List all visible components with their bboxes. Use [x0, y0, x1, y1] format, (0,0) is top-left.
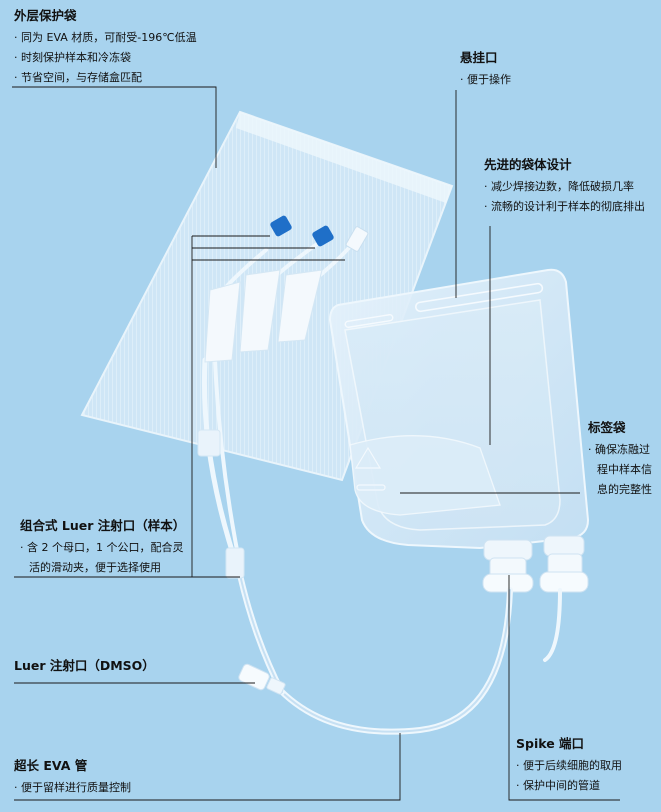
- luer-sample-title: 组合式 Luer 注射口（样本）: [20, 518, 186, 533]
- spike-ports: [482, 535, 589, 593]
- spike-port-title: Spike 端口: [516, 736, 585, 751]
- outer-bag-item-2: 时刻保护样本和冷冻袋: [14, 48, 197, 68]
- hanging-port-item-1: 便于操作: [460, 70, 511, 90]
- bag-design-item-2: 流畅的设计利于样本的彻底排出: [484, 197, 645, 217]
- callout-luer-dmso: Luer 注射口（DMSO）: [14, 656, 155, 678]
- male-luer-cap: [345, 226, 369, 252]
- label-bag-title: 标签袋: [588, 420, 626, 435]
- outer-bag-item-3: 节省空间，与存储盒匹配: [14, 68, 197, 88]
- callout-luer-sample: 组合式 Luer 注射口（样本） 含 2 个母口，1 个公口，配合灵 活的滑动夹…: [20, 516, 185, 578]
- bag-design-title: 先进的袋体设计: [484, 157, 572, 172]
- outer-bag-item-1: 同为 EVA 材质，可耐受-196℃低温: [14, 28, 197, 48]
- label-bag-area: [349, 435, 501, 516]
- bag-design-item-1: 减少焊接边数，降低破损几率: [484, 177, 645, 197]
- hanging-port-title: 悬挂口: [460, 50, 498, 65]
- outer-bag-title: 外层保护袋: [14, 8, 77, 23]
- dmso-luer-port: [238, 663, 270, 691]
- callout-spike-port: Spike 端口 便于后续细胞的取用 保护中间的管道: [516, 734, 622, 796]
- callout-bag-design: 先进的袋体设计 减少焊接边数，降低破损几率 流畅的设计利于样本的彻底排出: [484, 155, 645, 217]
- blue-cap-left: [270, 215, 292, 237]
- leader-lines: [12, 86, 620, 801]
- callout-outer-bag: 外层保护袋 同为 EVA 材质，可耐受-196℃低温 时刻保护样本和冷冻袋 节省…: [14, 6, 197, 88]
- label-bag-item-2: 程中样本信: [597, 463, 652, 476]
- spike-port-item-2: 保护中间的管道: [516, 776, 622, 796]
- callout-hanging-port: 悬挂口 便于操作: [460, 48, 511, 90]
- slide-clamps: [197, 269, 323, 579]
- spike-port-item-1: 便于后续细胞的取用: [516, 756, 622, 776]
- blue-cap-right: [312, 225, 334, 247]
- luer-sample-item-2: 活的滑动夹，便于选择使用: [29, 561, 161, 574]
- eva-tube-title: 超长 EVA 管: [14, 758, 88, 773]
- eva-tube-item-1: 便于留样进行质量控制: [14, 778, 131, 798]
- hanging-slot: [415, 282, 544, 313]
- callout-eva-tube: 超长 EVA 管 便于留样进行质量控制: [14, 756, 131, 798]
- luer-dmso-title: Luer 注射口（DMSO）: [14, 658, 155, 673]
- callout-label-bag: 标签袋 确保冻融过 程中样本信 息的完整性: [588, 418, 652, 500]
- label-bag-item-3: 息的完整性: [597, 483, 652, 496]
- luer-sample-item-1: 含 2 个母口，1 个公口，配合灵: [20, 538, 185, 558]
- inner-cryo-bag: [328, 268, 590, 550]
- label-bag-item-1: 确保冻融过: [588, 440, 652, 460]
